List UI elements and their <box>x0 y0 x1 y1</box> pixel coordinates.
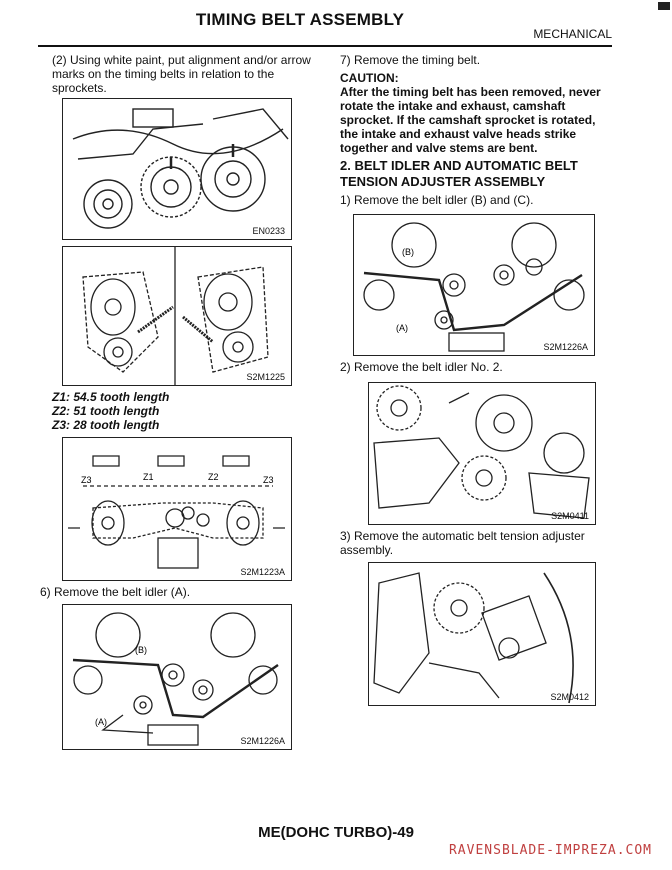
step-7-text: 7) Remove the timing belt. <box>340 53 481 67</box>
right-step-1-text: 1) Remove the belt idler (B) and (C). <box>340 193 534 207</box>
z3-tooth-length: Z3: 28 tooth length <box>52 418 160 432</box>
figure-s2m1223a: Z3 Z1 Z2 Z3 S2M1223A <box>62 437 292 581</box>
figure-code: S2M0411 <box>551 511 589 521</box>
tooth-length-diagram: Z3 Z1 Z2 Z3 <box>68 455 285 569</box>
caution-text: After the timing belt has been removed, … <box>340 85 601 155</box>
belt-idler-drawing: (B) (A) <box>72 612 279 746</box>
label-z2: Z2 <box>208 472 219 482</box>
caution-title: CAUTION: <box>340 71 399 85</box>
label-b: (B) <box>135 645 147 655</box>
figure-code: S2M0412 <box>550 692 589 702</box>
figure-s2m1226a-right: (B) (A) S2M1226A <box>353 214 595 356</box>
label-a: (A) <box>95 717 107 727</box>
page-number: ME(DOHC TURBO)-49 <box>258 824 414 841</box>
label-z1: Z1 <box>143 472 154 482</box>
step-2-text: (2) Using white paint, put alignment and… <box>52 53 311 95</box>
watermark: RAVENSBLADE-IMPREZA.COM <box>448 843 652 858</box>
z1-tooth-length: Z1: 54.5 tooth length <box>52 390 170 404</box>
header-rule <box>38 45 612 47</box>
right-step-2-text: 2) Remove the belt idler No. 2. <box>340 360 503 374</box>
page-title: TIMING BELT ASSEMBLY <box>195 10 405 29</box>
label-z3: Z3 <box>81 475 92 485</box>
figure-code: S2M1225 <box>246 372 285 382</box>
label-b: (B) <box>402 247 414 257</box>
right-step-3-text: 3) Remove the automatic belt tension adj… <box>340 529 585 557</box>
figure-s2m1225: S2M1225 <box>62 246 292 386</box>
figure-code: EN0233 <box>252 226 285 236</box>
tension-adjuster-drawing <box>373 572 574 704</box>
figure-code: S2M1226A <box>240 736 285 746</box>
section-heading: 2. BELT IDLER AND AUTOMATIC BELT TENSION… <box>340 158 578 189</box>
figure-s2m1226a-left: (B) (A) S2M1226A <box>62 604 292 750</box>
step-6-text: 6) Remove the belt idler (A). <box>40 585 191 599</box>
label-a: (A) <box>396 323 408 333</box>
section-label: MECHANICAL <box>533 27 612 41</box>
belt-idlers-bc-drawing: (B) (A) <box>363 222 585 352</box>
engine-sprocket-drawing <box>72 108 289 229</box>
figure-code: S2M1226A <box>543 342 588 352</box>
figure-code: S2M1223A <box>240 567 285 577</box>
belt-alignment-drawing <box>82 247 269 385</box>
z2-tooth-length: Z2: 51 tooth length <box>52 404 160 418</box>
figure-en0233: EN0233 <box>62 98 292 240</box>
idler-no2-drawing <box>373 385 590 519</box>
figure-s2m0411: S2M0411 <box>368 382 596 525</box>
label-z3-right: Z3 <box>263 475 274 485</box>
figure-s2m0412: S2M0412 <box>368 562 596 706</box>
corner-mark <box>658 2 670 10</box>
